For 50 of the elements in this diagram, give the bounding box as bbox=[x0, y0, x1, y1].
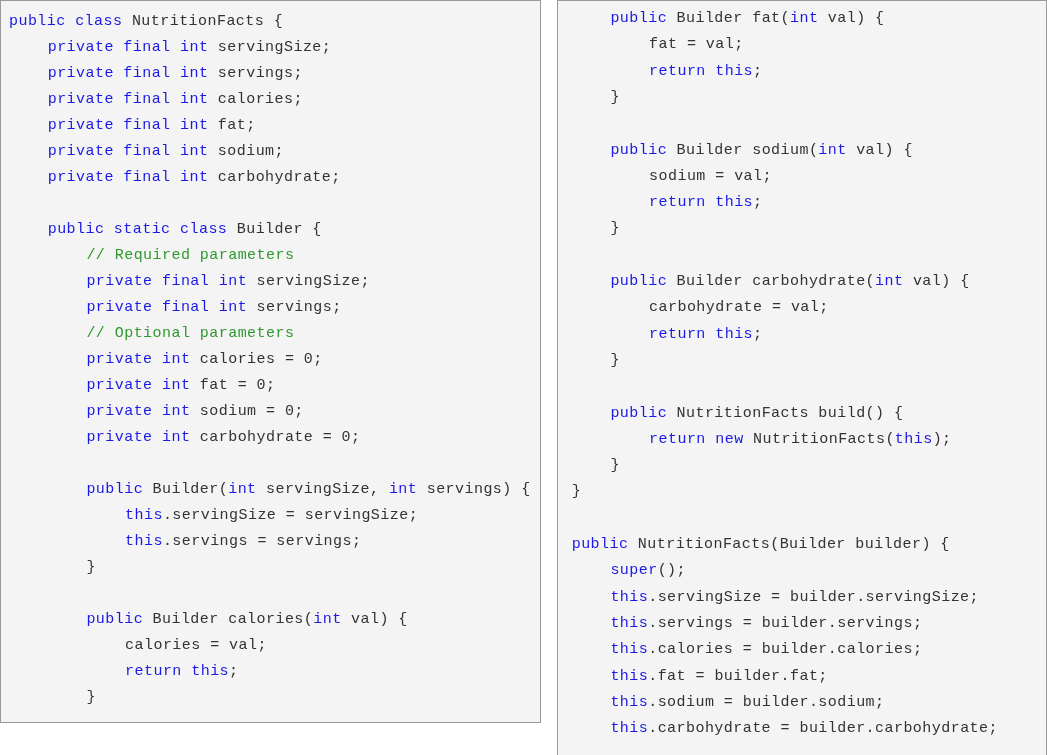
code-line: return this; bbox=[125, 662, 239, 682]
code-line: public Builder fat(int val) { bbox=[610, 9, 885, 29]
code-line: calories = val; bbox=[125, 636, 267, 656]
code-panel bbox=[0, 0, 541, 723]
code-line: private final int calories; bbox=[47, 90, 303, 110]
code-line: private final int sodium; bbox=[47, 142, 284, 162]
code-line: public NutritionFacts build() { bbox=[610, 403, 904, 424]
code-line: } bbox=[86, 688, 96, 708]
code-line: super(); bbox=[610, 561, 686, 582]
code-line: this.calories = builder.calories; bbox=[610, 640, 923, 661]
code-line: private int carbohydrate = 0; bbox=[86, 428, 361, 448]
code-line: fat = val; bbox=[649, 35, 744, 56]
code-line: public NutritionFacts(Builder builder) { bbox=[571, 535, 950, 555]
code-line: } bbox=[610, 219, 620, 240]
code-line: this.servingSize = builder.servingSize; bbox=[610, 587, 980, 608]
code-panel bbox=[557, 0, 1047, 755]
code-line: this.fat = builder.fat; bbox=[610, 666, 828, 687]
code-line: this.sodium = builder.sodium; bbox=[610, 692, 885, 713]
code-line: } bbox=[610, 350, 620, 371]
code-comment: // Optional parameters bbox=[86, 324, 295, 344]
code-line: public Builder sodium(int val) { bbox=[610, 140, 913, 161]
code-line: public Builder carbohydrate(int val) { bbox=[610, 272, 970, 292]
code-line: private final int servingSize; bbox=[86, 272, 370, 292]
code-line: private final int fat; bbox=[47, 116, 256, 136]
code-line: return new NutritionFacts(this); bbox=[649, 429, 952, 450]
code-line: this.servings = servings; bbox=[125, 532, 362, 552]
code-line: this.carbohydrate = builder.carbohydrate; bbox=[610, 719, 998, 740]
code-line: } bbox=[610, 87, 620, 108]
code-line: return this; bbox=[649, 193, 763, 214]
code-line: private final int servingSize; bbox=[47, 38, 332, 58]
code-line: } bbox=[610, 456, 620, 477]
code-line: this.servingSize = servingSize; bbox=[125, 506, 419, 526]
code-line: public Builder calories(int val) { bbox=[86, 610, 408, 630]
code-line: private int fat = 0; bbox=[86, 376, 276, 396]
code-line: } bbox=[86, 558, 96, 578]
code-line: private final int servings; bbox=[86, 298, 342, 318]
code-line: sodium = val; bbox=[649, 166, 772, 187]
code-line: public class NutritionFacts { bbox=[9, 12, 284, 32]
code-line: return this; bbox=[649, 61, 763, 82]
code-comment: // Required parameters bbox=[86, 246, 295, 266]
code-line: return this; bbox=[649, 324, 763, 345]
code-line: public Builder(int servingSize, int servings) { bbox=[86, 480, 531, 500]
code-line: private int sodium = 0; bbox=[86, 402, 304, 422]
code-line: this.servings = builder.servings; bbox=[610, 613, 923, 634]
code-line: private final int carbohydrate; bbox=[47, 168, 341, 188]
code-line: public static class Builder { bbox=[47, 220, 322, 240]
code-line: carbohydrate = val; bbox=[649, 298, 829, 319]
code-line: private int calories = 0; bbox=[86, 350, 323, 370]
code-line: } bbox=[571, 482, 582, 503]
code-line: private final int servings; bbox=[47, 64, 303, 84]
